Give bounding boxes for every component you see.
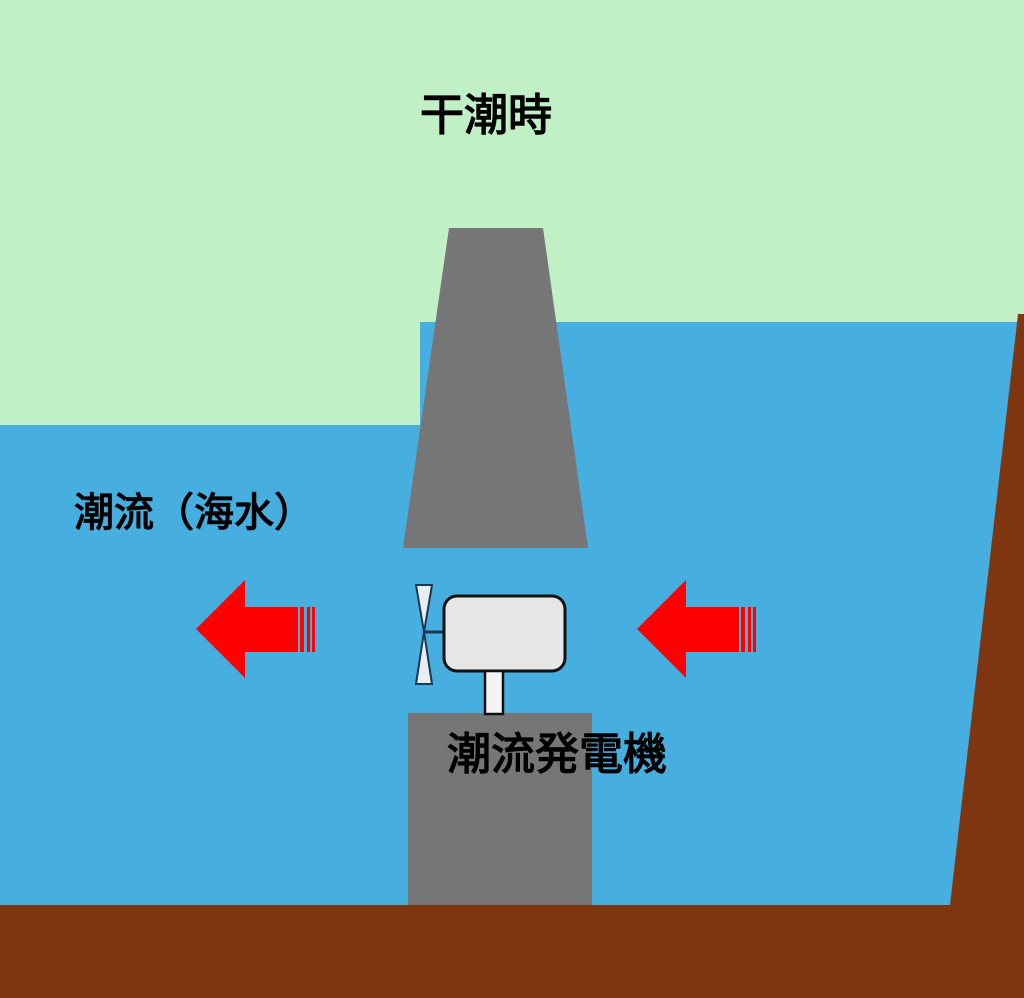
arrow-left-icon [196,580,315,678]
current-label: 潮流（海水） [74,490,314,536]
generator-stem [483,669,505,716]
sea-floor [0,905,1024,998]
generator-body [442,594,567,673]
arrow-left-icon [637,580,756,678]
support-pillar [408,713,592,913]
right-bank [950,314,1024,998]
tidal-generator [414,584,567,716]
dam-upper-structure [403,228,588,548]
turbine-blade-icon [414,584,444,685]
diagram-title: 干潮時 [420,90,552,141]
generator-label: 潮流発電機 [447,729,667,780]
